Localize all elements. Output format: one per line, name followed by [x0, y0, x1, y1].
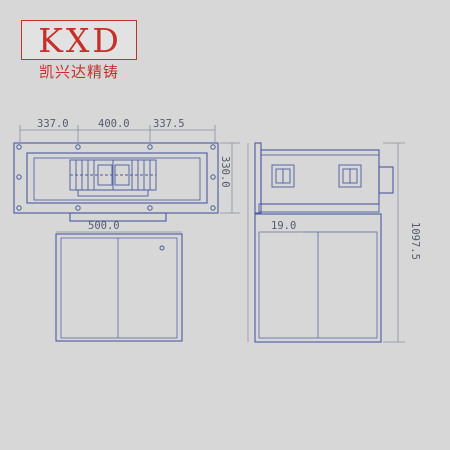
side-upper-top-strip — [260, 149, 380, 156]
front-burner-unit — [69, 159, 157, 197]
dim-front-left: 337.0 — [37, 118, 69, 130]
side-view — [247, 142, 405, 343]
side-upper-flange — [254, 142, 262, 214]
side-motor-box — [378, 166, 394, 194]
front-tank-knob — [159, 245, 165, 251]
front-tank-inner — [60, 237, 178, 339]
front-view — [13, 125, 240, 342]
front-neck — [69, 212, 167, 222]
dim-front-height: 330.0 — [219, 156, 231, 188]
front-opening — [33, 157, 201, 201]
dim-front-middle: 400.0 — [98, 118, 130, 130]
side-viewing-window-right — [338, 164, 362, 188]
side-dimension-lines — [259, 142, 405, 343]
front-tank-body — [55, 233, 183, 342]
dim-front-right: 337.5 — [153, 118, 185, 130]
brand-subtitle: 凯兴达精铸 — [38, 63, 119, 81]
side-middle-band — [258, 203, 380, 213]
side-viewing-window-left — [271, 164, 295, 188]
brand-logo: KXD — [21, 20, 137, 60]
dim-side-total-height: 1097.5 — [409, 222, 421, 260]
dim-front-width: 500.0 — [88, 220, 120, 232]
brand-logo-text: KXD — [38, 21, 122, 60]
side-tank-body — [254, 213, 382, 343]
dim-side-offset: 19.0 — [271, 220, 296, 232]
front-flange-inner — [26, 152, 208, 204]
front-bolt-holes — [16, 144, 216, 211]
front-dimension-line-right — [220, 142, 240, 214]
front-dimension-line-top — [19, 125, 216, 142]
